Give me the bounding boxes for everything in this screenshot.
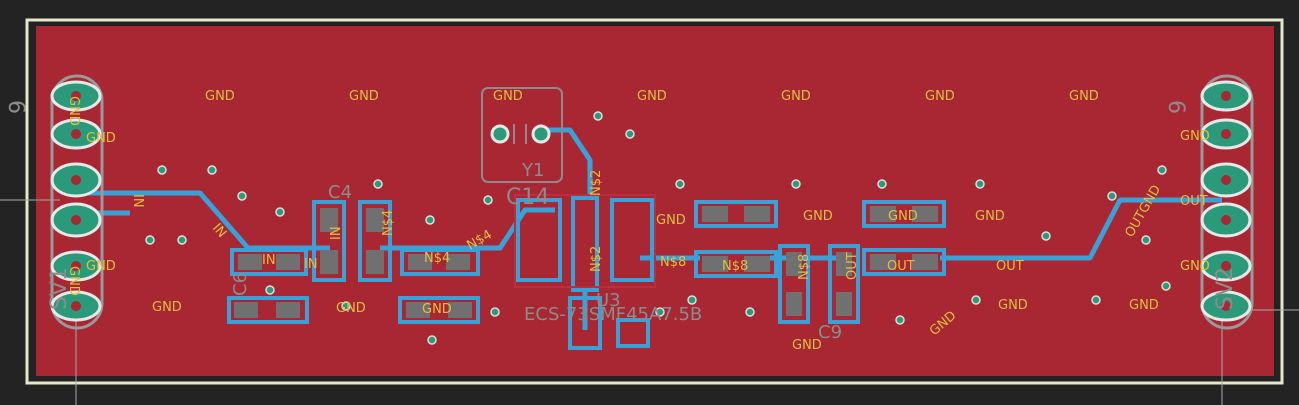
gnd-label: GND xyxy=(66,266,81,296)
u3-outline xyxy=(514,194,656,288)
gnd-label: GND xyxy=(1180,259,1210,274)
gnd-label: GND xyxy=(1069,89,1099,104)
gnd-label: GND xyxy=(656,213,686,228)
in-label: IN xyxy=(304,257,318,272)
n4-label: N$4 xyxy=(424,251,450,266)
label-sv2: SV2 xyxy=(1213,267,1238,310)
crystal-y1 xyxy=(481,87,563,183)
in-label: IN xyxy=(329,226,344,240)
out-label: OUT xyxy=(1180,194,1208,209)
header-sv2 xyxy=(1200,74,1254,330)
n2-label: N$2 xyxy=(589,170,604,196)
label-y1: Y1 xyxy=(521,160,544,181)
gnd-label: GND xyxy=(349,89,379,104)
gnd-label: GND xyxy=(888,209,918,224)
header-sv1 xyxy=(50,74,104,330)
label-c14: C14 xyxy=(506,185,549,210)
n2-label: N$2 xyxy=(589,246,604,272)
board-outline xyxy=(25,18,1284,385)
gnd-label: GND xyxy=(998,298,1028,313)
pin-number-right: 6 xyxy=(1163,100,1188,114)
label-c9: C9 xyxy=(818,322,842,343)
vias xyxy=(145,111,1171,345)
gnd-label: GND xyxy=(1129,298,1159,313)
in-label: IN xyxy=(130,194,145,208)
component-outlines xyxy=(227,196,946,350)
gnd-label: GND xyxy=(336,301,366,316)
gnd-label: GND xyxy=(66,96,81,126)
out-label: OUT xyxy=(887,259,915,274)
n8-label: N$8 xyxy=(797,254,812,280)
gnd-label: GND xyxy=(803,209,833,224)
smd-pads xyxy=(234,206,938,318)
gnd-label: GND xyxy=(152,300,182,315)
gnd-label: GND xyxy=(422,302,452,317)
n4-label: N$4 xyxy=(381,210,396,236)
gnd-label: GND xyxy=(975,209,1005,224)
label-u3: U3 xyxy=(596,290,621,311)
gnd-label: GND xyxy=(637,89,667,104)
gnd-label: GND xyxy=(925,89,955,104)
gnd-label: GND xyxy=(1180,129,1210,144)
gnd-label: GND xyxy=(86,259,116,274)
n8-label: N$8 xyxy=(722,259,748,274)
label-c4: C4 xyxy=(328,182,352,203)
label-part-number: ECS-73SMF45A7.5B xyxy=(524,304,702,325)
gnd-label: GND xyxy=(781,89,811,104)
gnd-label: GND xyxy=(493,89,523,104)
gnd-label: GND xyxy=(205,89,235,104)
gnd-label: GND xyxy=(792,338,822,353)
pin-number-left: 6 xyxy=(3,100,28,114)
in-label: IN xyxy=(262,253,276,268)
out-label: OUT xyxy=(996,259,1024,274)
label-c6: C6 xyxy=(230,272,251,296)
label-sv1: SV1 xyxy=(47,267,72,310)
out-label: OUT xyxy=(845,252,860,280)
n8-label: N$8 xyxy=(660,255,686,270)
gnd-label: GND xyxy=(86,131,116,146)
